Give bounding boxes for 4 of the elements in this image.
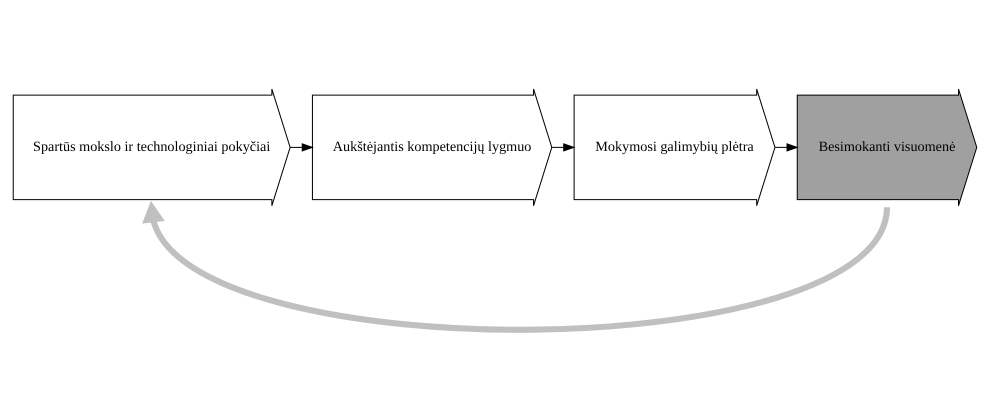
arrow [290, 143, 314, 152]
arrow [552, 143, 576, 152]
arrow [142, 200, 890, 333]
arrow [775, 143, 799, 152]
